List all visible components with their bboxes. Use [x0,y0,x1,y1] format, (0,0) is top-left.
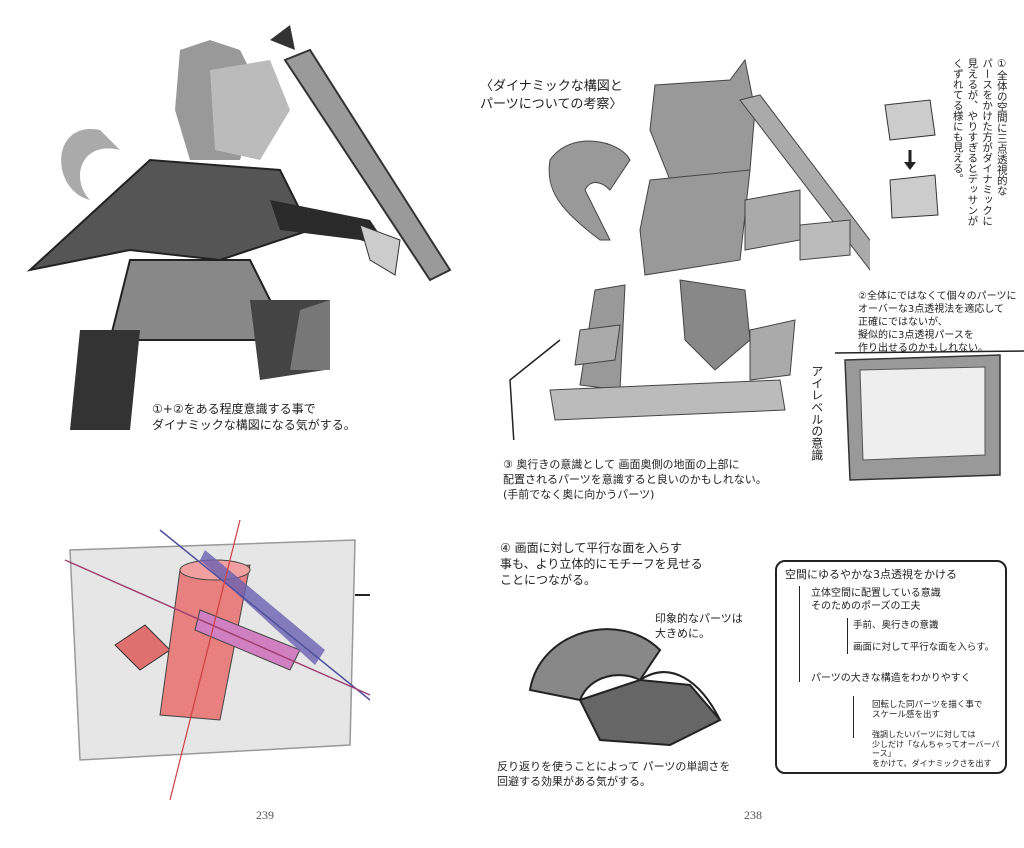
page-number-left: 239 [256,808,274,822]
left-caption: ①+②をある程度意識する事で ダイナミックな構図になる気がする。 [152,402,356,433]
cube-diagram [884,99,939,219]
note-2: ②全体にではなくて個々のパーツに オーバーな3点透視法を適応して 正確にではない… [858,291,1017,354]
note-1: ①全体の空間に三点透視的な パースをかけた方がダイナミックに 見えるが、やりすぎ… [951,58,1008,226]
curved-part-sketch [528,628,722,747]
page-number-right: 238 [744,808,762,822]
eye-level-box [835,350,1024,481]
note-4: ④ 画面に対して平行な面を入らす 事も、より立体的にモチーフを見せる ことにつな… [500,541,703,588]
page-title: 〈ダイナミックな構図と パーツについての考察〉 [480,79,623,112]
curve-note: 反り返りを使うことによって パーツの単調さを 回避する効果がある気がする。 [497,760,731,788]
summary-branch-2: パーツの大きな構造をわかりやすく [811,673,971,684]
character-illustration [26,25,452,430]
summary-branch-1: 立体空間に配置している意識 そのためのポーズの工夫 [811,588,941,612]
eye-level-label: アイレベルの意識 [809,365,824,461]
exploded-parts-sketch [509,58,870,440]
summary-branch-1-item: 画面に対して平行な面を入らす。 [853,642,995,653]
note-3: ③ 奥行きの意識として 画面奥側の地面の上部に 配置されるパーツを意識すると良い… [503,458,767,501]
summary-heading: 空間にゆるやかな3点透視をかける [785,568,957,581]
summary-branch-2-item: 回転した同パーツを描く事で スケール感を出す [872,700,983,721]
summary-branch-2-item: 強調したいパーツに対しては 少しだけ「なんちゃってオーバーパース」 をかけて、ダ… [872,730,1000,768]
summary-box: 空間にゆるやかな3点透視をかける 立体空間に配置している意識 そのためのポーズの… [775,560,1007,774]
summary-branch-1-item: 手前、奥行きの意識 [853,620,939,631]
impressive-parts-note: 印象的なパーツは 大きめに。 [655,612,743,640]
perspective-cylinder-diagram [64,520,371,800]
